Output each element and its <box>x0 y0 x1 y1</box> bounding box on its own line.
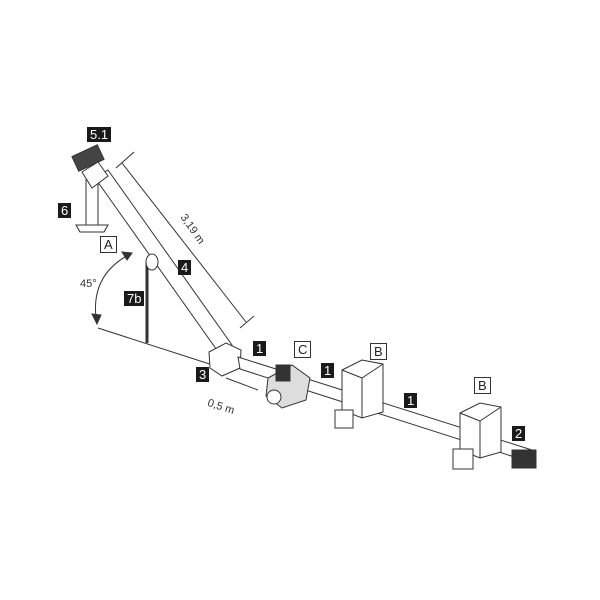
inclined-tube <box>94 169 233 354</box>
label-c: C <box>294 341 312 358</box>
arrow-head <box>91 313 102 326</box>
label-1c: 1 <box>404 393 418 408</box>
label-1b: 1 <box>321 363 335 378</box>
box-b1-outlet <box>334 409 354 429</box>
motor-2 <box>511 449 537 469</box>
label-1a: 1 <box>253 341 267 356</box>
label-7b: 7b <box>124 291 145 306</box>
support-clamp <box>145 253 159 271</box>
label-3: 3 <box>196 367 210 382</box>
elbow-head <box>81 161 109 189</box>
label-b1: B <box>370 343 387 360</box>
label-4: 4 <box>178 260 192 275</box>
box-b2-outlet <box>452 448 474 470</box>
label-angle: 45° <box>80 278 97 290</box>
arrow-head <box>121 251 133 261</box>
drive-head-5-1 <box>71 144 105 172</box>
angle-arc <box>95 252 133 325</box>
dimension-tick <box>239 315 255 329</box>
dimension-line-short <box>225 377 259 391</box>
floor-line <box>97 327 223 369</box>
part-c-flange <box>266 389 282 405</box>
label-6: 6 <box>58 203 72 218</box>
label-b2: B <box>474 377 491 394</box>
label-a: A <box>100 236 117 253</box>
inlet-box-3 <box>208 342 242 377</box>
label-2: 2 <box>512 426 526 441</box>
part-c-motor <box>275 364 291 382</box>
label-5-1: 5.1 <box>87 127 112 142</box>
dimension-tick <box>115 151 135 169</box>
support-6-base <box>75 224 109 233</box>
dimension-line-long <box>121 162 247 323</box>
